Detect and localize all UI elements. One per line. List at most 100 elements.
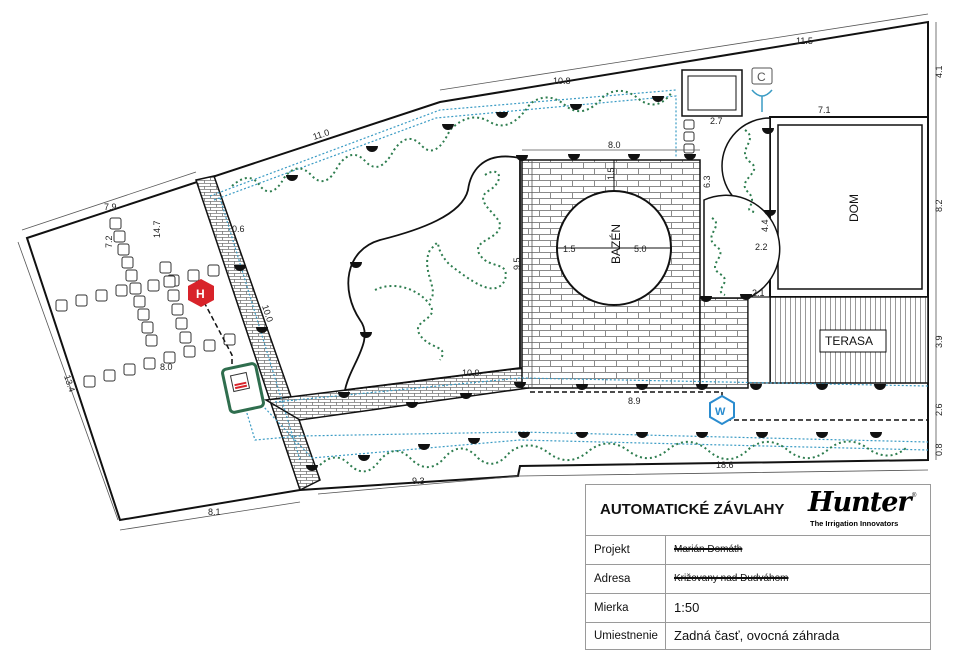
svg-text:6.3: 6.3 [702, 175, 712, 188]
sprinkler-head [256, 327, 268, 333]
stepping-stone [109, 217, 122, 230]
sprinkler-head [360, 332, 372, 338]
water-icon: W [715, 406, 726, 418]
sprinkler-head [442, 124, 454, 130]
sprinkler-head [816, 432, 828, 438]
bed-lower [703, 194, 781, 299]
stepping-stone [123, 363, 136, 376]
sprinkler-head [696, 432, 708, 438]
svg-text:7.1: 7.1 [818, 105, 831, 115]
title-row-value: Križovany nad Dudváhom [674, 573, 789, 584]
sprinkler-head [816, 384, 828, 390]
stepping-stone [141, 321, 154, 334]
stepping-stone [137, 308, 150, 321]
svg-text:8.1: 8.1 [208, 507, 221, 517]
stepping-stone [145, 334, 158, 347]
stepping-stone [75, 294, 88, 307]
sprinkler-head [514, 382, 526, 388]
title-row-project: Projekt Marián Domáth [586, 536, 930, 565]
hydrant-marker: H [188, 279, 214, 307]
sprinkler-head [628, 154, 640, 160]
svg-text:7.9: 7.9 [104, 202, 117, 212]
svg-text:3.9: 3.9 [934, 335, 944, 348]
sprinkler-heads [234, 96, 886, 471]
supply-line [203, 301, 928, 421]
stepping-stone [183, 345, 196, 358]
svg-text:2.6: 2.6 [934, 403, 944, 416]
stepping-stone [117, 243, 130, 256]
svg-text:1.5: 1.5 [563, 244, 576, 254]
sprinkler-head [636, 384, 648, 390]
sprinkler-head [750, 384, 762, 390]
stepping-stone [83, 375, 96, 388]
stepping-stone [175, 317, 188, 330]
sprinkler-head [696, 384, 708, 390]
stepping-stone [143, 357, 156, 370]
valve-box [221, 362, 265, 414]
sprinkler-head [576, 384, 588, 390]
stepping-stone [159, 261, 172, 274]
stepping-stone [187, 269, 200, 282]
title-row-key: Projekt [586, 536, 666, 564]
sprinkler-head [570, 104, 582, 110]
svg-text:9.3: 9.3 [412, 476, 425, 486]
svg-text:2.7: 2.7 [710, 116, 723, 126]
stepping-stone [55, 299, 68, 312]
svg-text:10.9: 10.9 [462, 368, 480, 378]
svg-text:11.0: 11.0 [312, 127, 331, 142]
title-row-key: Adresa [586, 565, 666, 593]
pool-label: BAZÉN [608, 224, 623, 264]
stepping-stone [121, 256, 134, 269]
sprinkler-head [516, 155, 528, 161]
dimension-lines [17, 13, 937, 531]
house-inner [777, 124, 923, 290]
sprinkler-head [496, 112, 508, 118]
brand-registered-mark: ® [912, 493, 917, 499]
stepping-stone [223, 333, 236, 346]
title-row-value: Marián Domáth [674, 544, 743, 555]
stepping-stone [171, 303, 184, 316]
brand-tagline: The Irrigation Innovators [810, 519, 899, 528]
stepping-stone [167, 289, 180, 302]
svg-text:2.1: 2.1 [752, 288, 765, 298]
sprinkler-head [306, 465, 318, 471]
stepping-stone [95, 289, 108, 302]
paved-path-diagonal [195, 175, 321, 492]
title-row-scale: Mierka 1:50 [586, 594, 930, 623]
svg-text:4.1: 4.1 [934, 65, 944, 78]
sprinkler-head [684, 154, 696, 160]
brand-logo: Hunter ® The Irrigation Innovators [808, 487, 926, 531]
sprinkler-head [740, 294, 752, 300]
svg-text:11.5: 11.5 [796, 36, 813, 46]
svg-text:4.4: 4.4 [760, 219, 770, 232]
sprinkler-head [418, 444, 430, 450]
water-marker: W [709, 394, 735, 426]
stepping-stone [125, 269, 138, 282]
svg-text:8.2: 8.2 [934, 199, 944, 212]
hydrant-icon: H [196, 287, 205, 301]
svg-text:13.4: 13.4 [62, 374, 77, 394]
stepping-stone [133, 295, 146, 308]
svg-text:8.9: 8.9 [628, 396, 641, 406]
brand-name: Hunter [808, 487, 912, 518]
sprinkler-head [576, 432, 588, 438]
sprinkler-head [468, 438, 480, 444]
stepping-stone [207, 264, 220, 277]
sprinkler-head [286, 175, 298, 181]
controller-box [751, 67, 773, 85]
title-block-title: AUTOMATICKÉ ZÁVLAHY [600, 501, 785, 518]
stepping-stone [203, 339, 216, 352]
terrace-label: TERASA [825, 334, 873, 348]
pool-deck-extension [699, 297, 749, 389]
svg-text:8.0: 8.0 [608, 140, 621, 150]
sprinkler-head [762, 128, 774, 134]
stepping-stones [55, 217, 236, 388]
stepping-stone [163, 351, 176, 364]
title-row-key: Umiestnenie [586, 622, 666, 650]
sprinkler-head [636, 432, 648, 438]
stepping-stone [163, 275, 176, 288]
paved-path-horizontal [263, 367, 529, 421]
svg-text:0.6: 0.6 [232, 224, 245, 234]
house-label: DOM [847, 194, 861, 222]
title-block: AUTOMATICKÉ ZÁVLAHY Hunter ® The Irrigat… [585, 484, 931, 650]
